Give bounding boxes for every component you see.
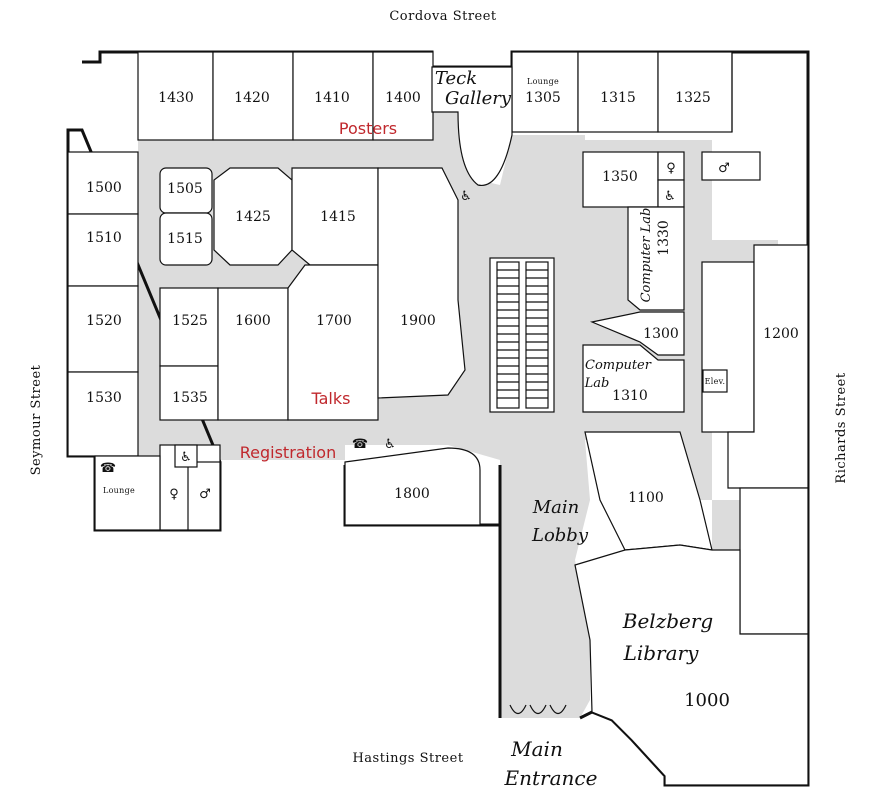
room-1410: 1410: [314, 90, 350, 106]
room-1310: 1310: [612, 388, 648, 404]
room-1400: 1400: [385, 90, 421, 106]
room-1000: 1000: [684, 690, 730, 711]
room-1330: 1330: [656, 220, 672, 256]
computer-lab-1310-line1: Computer: [585, 358, 652, 373]
south-rooms: [94, 431, 809, 786]
street-east-label: Richards Street: [834, 372, 849, 483]
wheelchair-icon: ♿: [180, 450, 192, 465]
wheelchair-icon: ♿: [664, 189, 676, 204]
lounge-top-label: Lounge: [527, 77, 559, 86]
telephone-icon: ☎: [352, 437, 368, 452]
library-line2: Library: [623, 641, 700, 665]
room-1510: 1510: [86, 230, 122, 246]
main-entrance-line2: Entrance: [504, 766, 598, 790]
computer-lab-1310-line2: Lab: [584, 376, 610, 391]
wheelchair-icon: ♿: [384, 437, 396, 452]
talks-label: Talks: [311, 389, 351, 408]
room-1430: 1430: [158, 90, 194, 106]
room-1100: 1100: [628, 490, 664, 506]
street-north-label: Cordova Street: [389, 9, 497, 24]
entrance-doors: [509, 704, 567, 715]
registration-label: Registration: [240, 443, 336, 462]
posters-label: Posters: [339, 119, 397, 138]
corridors: [138, 112, 778, 718]
telephone-icon: ☎: [100, 461, 116, 476]
building-outline: [66, 50, 810, 787]
street-west-label: Seymour Street: [29, 364, 44, 475]
room-1500: 1500: [86, 180, 122, 196]
room-1515: 1515: [167, 231, 203, 247]
main-lobby-line2: Lobby: [531, 525, 589, 546]
teck-gallery-line1: Teck: [435, 68, 477, 89]
east-rooms: [582, 151, 809, 635]
main-entrance-line1: Main: [510, 737, 563, 761]
restroom-male-icon: ♂: [199, 487, 211, 502]
escalator-icon: [489, 257, 555, 413]
room-1350: 1350: [602, 169, 638, 185]
room-1700: 1700: [316, 313, 352, 329]
room-1505: 1505: [167, 181, 203, 197]
room-1325: 1325: [675, 90, 711, 106]
teck-gallery-line2: Gallery: [445, 88, 512, 109]
room-1535: 1535: [172, 390, 208, 406]
room-1425: 1425: [235, 209, 271, 225]
computer-lab-1330-label: Computer Lab: [639, 208, 654, 303]
room-1520: 1520: [86, 313, 122, 329]
room-1900: 1900: [400, 313, 436, 329]
lounge-left-label: Lounge: [103, 486, 135, 495]
room-1200: 1200: [763, 326, 799, 342]
room-1415: 1415: [320, 209, 356, 225]
room-1420: 1420: [234, 90, 270, 106]
room-1525: 1525: [172, 313, 208, 329]
room-1305: 1305: [525, 90, 561, 106]
west-rooms: [67, 151, 139, 457]
room-1800: 1800: [394, 486, 430, 502]
restroom-male-icon: ♂: [718, 161, 730, 176]
room-1300: 1300: [643, 326, 679, 342]
restroom-female-icon: ♀: [666, 161, 676, 176]
library-line1: Belzberg: [622, 609, 713, 633]
room-1600: 1600: [235, 313, 271, 329]
wheelchair-icon: ♿: [460, 189, 472, 204]
room-1530: 1530: [86, 390, 122, 406]
street-south-label: Hastings Street: [352, 751, 463, 766]
room-1315: 1315: [600, 90, 636, 106]
main-lobby-line1: Main: [532, 497, 580, 518]
teck-gallery-curve: [431, 66, 513, 186]
central-rooms: [159, 167, 466, 421]
elevator-label: Elev.: [705, 377, 726, 386]
restroom-female-icon: ♀: [169, 487, 179, 502]
